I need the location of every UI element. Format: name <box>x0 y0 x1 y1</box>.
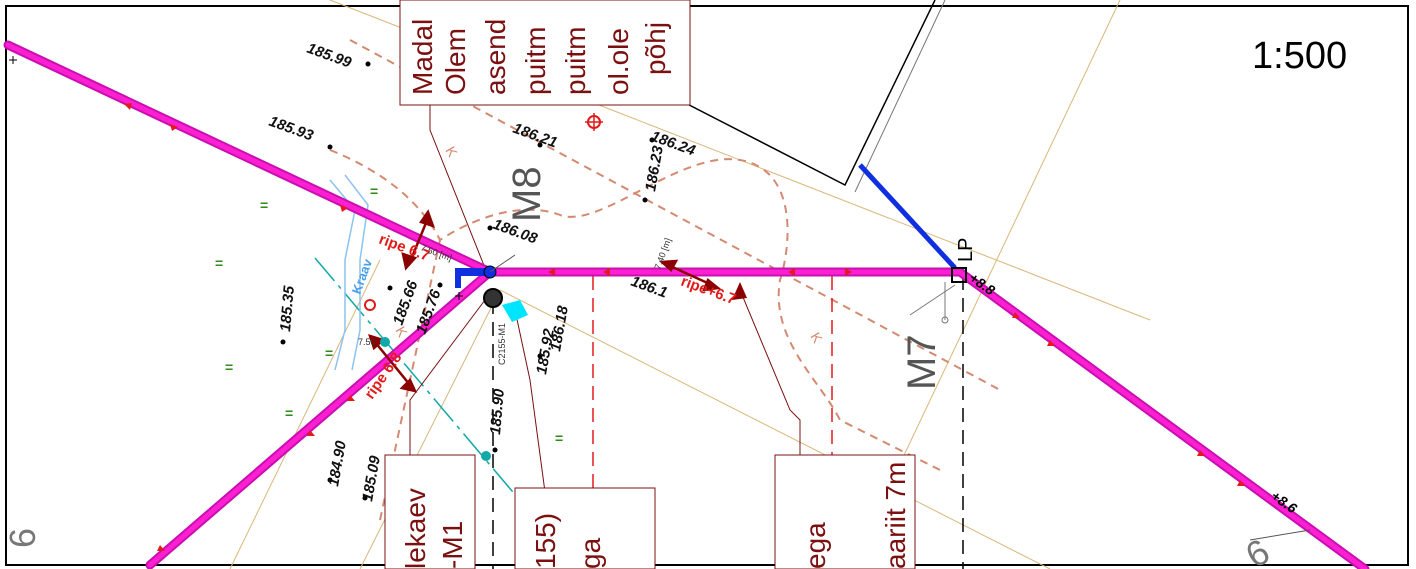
small-label-2: 7.50 <box>358 337 376 347</box>
lp-structure <box>909 267 967 324</box>
scale-label: 1:500 <box>1252 35 1347 77</box>
svg-text:=: = <box>225 359 233 375</box>
edge-glyph-left: 6 <box>2 528 43 548</box>
box-top-line-5: puitm <box>560 27 591 95</box>
svg-text:K: K <box>807 330 826 347</box>
red-symbols <box>364 113 603 311</box>
map-frame <box>5 5 1409 566</box>
pointer-arrow <box>732 282 747 300</box>
cyan-line <box>314 257 546 531</box>
elevation-e5: 186.23 <box>642 144 667 193</box>
box-top-line-3: asend <box>480 19 511 95</box>
elevation-e13: 184.90 <box>325 439 350 488</box>
box-top-line-4: puitm <box>520 27 551 95</box>
elevation-e7: 185.35 <box>277 285 298 333</box>
box-mid-line-1: 155) <box>530 513 561 569</box>
manhole-label-m8: M8 <box>505 166 549 222</box>
building-outline <box>659 0 946 193</box>
svg-text:=: = <box>370 183 378 199</box>
elevation-e14: 185.09 <box>359 454 384 503</box>
leader-lines <box>409 100 801 493</box>
station-leader <box>1249 529 1311 541</box>
box-left-line-2: -M1 <box>437 521 468 569</box>
m8-structure <box>455 254 528 322</box>
manhole-label-m7: M7 <box>900 334 944 390</box>
small-label-3: C2155-M1 <box>497 323 507 365</box>
black-dashed-lines <box>492 276 964 569</box>
slope-arrows <box>368 209 722 393</box>
svg-text:=: = <box>215 255 223 271</box>
elevation-e12: 185.90 <box>487 388 508 436</box>
blue-service-line <box>858 163 957 270</box>
svg-text:=: = <box>325 345 333 361</box>
box-mid-line-2: ga <box>575 537 606 569</box>
box-top-line-2: Olem <box>440 28 471 95</box>
svg-text:=: = <box>260 197 268 213</box>
survey-dots <box>280 61 655 501</box>
elevation-e1: 185.99 <box>305 40 355 72</box>
cyan-points <box>380 337 491 461</box>
box-top-line-6: ol.ole <box>603 28 634 95</box>
label-boxes <box>384 0 916 569</box>
box-text: Madal Olem asend puitm puitm ol.ole põhj… <box>400 19 911 569</box>
slope-label-3: ripe+6.7 <box>679 273 738 309</box>
pipe <box>3 40 1370 569</box>
box-right-line-1: ega <box>800 522 831 569</box>
box-left-line-1: lekaev <box>400 488 431 569</box>
ditch-label: Kraav <box>349 256 376 296</box>
elevation-e2: 185.93 <box>267 113 317 145</box>
svg-text:=: = <box>285 405 293 421</box>
lp-label: LP <box>955 238 977 262</box>
elevation-e15: 186.1 <box>629 273 670 302</box>
box-right-line-2: aariit 7m <box>880 462 911 569</box>
elevation-e3: 186.21 <box>511 120 560 152</box>
flow-arrows <box>124 103 1245 551</box>
crosses <box>9 56 463 300</box>
svg-text:K: K <box>442 144 461 161</box>
box-top-line-1: Madal <box>407 19 438 95</box>
box-top-line-7: põhj <box>640 22 671 75</box>
k-marks: K K K <box>392 144 826 347</box>
svg-text:=: = <box>555 430 563 446</box>
